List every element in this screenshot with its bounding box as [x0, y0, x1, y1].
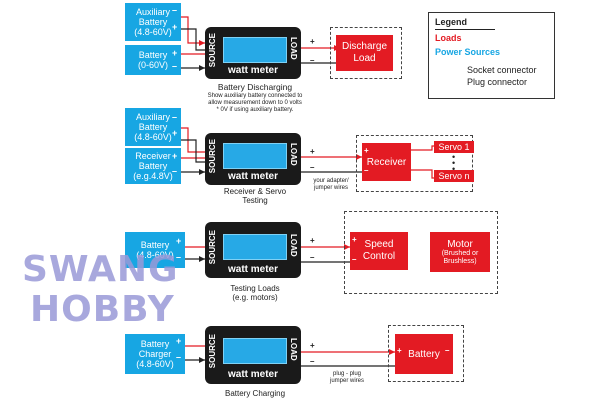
plus-sign: +	[310, 147, 315, 156]
legend-title: Legend	[435, 17, 468, 27]
minus-sign: –	[364, 166, 369, 175]
legend-divider	[435, 29, 495, 30]
legend-loads: Loads	[435, 33, 462, 43]
plus-sign: +	[172, 128, 178, 138]
legend-power-sources: Power Sources	[435, 47, 501, 57]
receiver-box: Receiver	[362, 143, 411, 181]
plus-sign: –	[172, 5, 178, 15]
receiver-battery-box: Receiver Battery (e.g.4.8V)	[125, 148, 181, 184]
auxiliary-battery-box: Auxiliary Battery (4.8-60V)	[125, 108, 181, 146]
minus-sign: –	[310, 357, 315, 366]
plus-sign: +	[397, 346, 402, 355]
meter-source-label: SOURCE	[208, 139, 217, 174]
battery-box: Battery (0-60V)	[125, 45, 181, 75]
jumper-wires-note: plug - plug jumper wires	[329, 371, 364, 384]
watt-meter: watt meter SOURCE LOAD	[205, 222, 301, 278]
minus-sign: –	[445, 346, 450, 355]
testing-loads-caption: Testing Loads (e.g. motors)	[230, 284, 280, 302]
plus-sign: +	[364, 146, 369, 155]
minus-sign: –	[176, 352, 182, 362]
battery-charging-caption: Battery Charging	[224, 389, 286, 398]
plus-sign: +	[310, 236, 315, 245]
adapter-wires-note: your adapter/ jumper wires	[313, 178, 349, 191]
plus-sign: +	[310, 37, 315, 46]
minus-sign: –	[172, 166, 178, 176]
receiver-servo-caption: Receiver & Servo Testing	[223, 187, 287, 205]
watermark-logo: SWANG	[22, 249, 179, 290]
meter-load-label: LOAD	[289, 338, 298, 361]
meter-source-label: SOURCE	[208, 33, 217, 68]
watt-meter: watt meter SOURCE LOAD	[205, 133, 301, 185]
meter-screen	[223, 37, 287, 63]
load-group	[344, 211, 498, 294]
discharge-load-box: Discharge Load	[336, 35, 393, 71]
legend-socket: Socket connector	[467, 65, 537, 75]
watermark-logo: HOBBY	[30, 289, 175, 330]
minus-sign: –	[310, 56, 315, 65]
meter-label: watt meter	[227, 369, 278, 380]
auxiliary-battery-box: Auxiliary Battery (4.8-60V)	[125, 3, 181, 41]
discharge-load-group	[330, 27, 402, 79]
meter-screen	[223, 234, 287, 260]
meter-load-label: LOAD	[289, 234, 298, 257]
battery-load-group	[388, 325, 464, 382]
meter-load-label: LOAD	[289, 143, 298, 166]
motor-box: Motor (Brushed or Brushless)	[430, 232, 490, 272]
meter-source-label: SOURCE	[208, 230, 217, 265]
meter-load-label: LOAD	[289, 37, 298, 60]
minus-sign: –	[176, 252, 182, 262]
servo-n-box: Servo n	[434, 170, 474, 182]
discharging-note: Show auxiliary battery connected to allo…	[207, 93, 303, 113]
plus-sign: +	[310, 341, 315, 350]
meter-label: watt meter	[227, 65, 278, 76]
minus-sign: –	[172, 61, 178, 71]
minus-sign: –	[310, 253, 315, 262]
meter-source-label: SOURCE	[208, 334, 217, 369]
legend-plug: Plug connector	[467, 77, 528, 87]
plus-sign: +	[352, 235, 357, 244]
meter-label: watt meter	[227, 171, 278, 182]
plus-sign: +	[172, 22, 178, 32]
plus-sign: +	[176, 236, 182, 246]
servo-1-box: Servo 1	[434, 141, 474, 153]
battery-box: Battery (4.8-60V)	[125, 232, 185, 268]
battery-charger-box: Battery Charger (4.8-60V)	[125, 334, 185, 374]
watt-meter: watt meter SOURCE LOAD	[205, 326, 301, 384]
plus-sign: +	[172, 151, 178, 161]
minus-sign: –	[172, 112, 178, 122]
meter-label: watt meter	[227, 264, 278, 275]
watt-meter: watt meter SOURCE LOAD	[205, 27, 301, 79]
battery-load-box: Battery	[395, 334, 453, 374]
legend: Legend Loads Power Sources Socket connec…	[428, 12, 555, 99]
battery-discharging-caption: Battery Discharging	[217, 82, 293, 92]
minus-sign: –	[310, 163, 315, 172]
meter-screen	[223, 338, 287, 364]
speed-control-box: Speed Control	[350, 232, 408, 270]
minus-sign: –	[352, 255, 357, 264]
plus-sign: +	[172, 48, 178, 58]
receiver-group	[356, 135, 473, 192]
meter-screen	[223, 143, 287, 169]
plus-sign: +	[176, 336, 182, 346]
ellipsis-dots: •••	[452, 152, 456, 174]
